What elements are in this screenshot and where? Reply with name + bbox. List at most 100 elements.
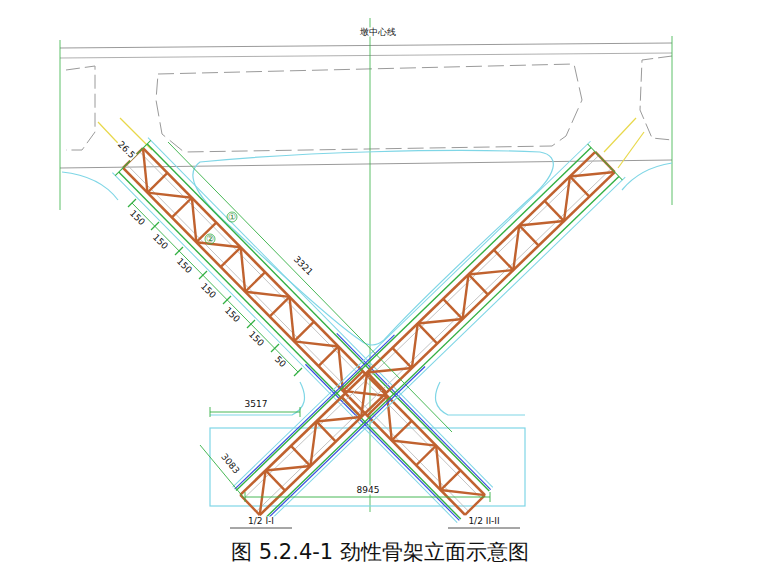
- dimension-label: 150: [246, 329, 266, 349]
- truss-post: [441, 470, 461, 490]
- truss-diagonal: [570, 152, 615, 197]
- truss-diagonal: [270, 297, 314, 341]
- drawing-line: [60, 53, 672, 58]
- drawing-outline: [193, 150, 553, 228]
- dimension-tick: [151, 222, 159, 230]
- truss-chord: [260, 172, 615, 515]
- dimension-label: 150: [150, 232, 170, 252]
- drawing-line: [139, 152, 481, 499]
- truss-post: [316, 421, 335, 441]
- pier-leg: [112, 138, 492, 523]
- truss-diagonal: [240, 470, 285, 515]
- truss-diagonal: [342, 372, 387, 417]
- truss-diagonal: [441, 470, 485, 514]
- truss-post: [416, 446, 436, 466]
- drawing-line: [672, 36, 673, 205]
- section-label: 1/2 I-I: [247, 517, 275, 526]
- callout-number: ①: [227, 213, 237, 222]
- truss-post: [418, 323, 437, 343]
- dimension-tick: [271, 344, 279, 352]
- truss-post: [392, 421, 412, 441]
- dimension-label: 50: [272, 354, 288, 370]
- truss-post: [545, 201, 564, 221]
- figure-caption: 图 5.2.4-1 劲性骨架立面示意图: [231, 541, 529, 564]
- drawing-line: [245, 497, 490, 498]
- dimension-label: 150: [198, 281, 218, 301]
- drawing-line: [112, 173, 457, 523]
- drawing-line: [265, 366, 425, 520]
- drawing-line: [147, 144, 489, 491]
- section-underline: [230, 528, 292, 529]
- truss-post: [468, 274, 487, 294]
- truss-post: [240, 495, 259, 515]
- truss-diagonal: [416, 446, 460, 490]
- truss-diagonal: [392, 421, 436, 465]
- extension-line: [618, 132, 644, 168]
- extension-line: [604, 118, 636, 152]
- drawing-line: [267, 177, 625, 523]
- callout-circle: [205, 234, 215, 244]
- drawing-line: [244, 156, 599, 499]
- truss-post: [245, 272, 265, 292]
- drawing-line: [300, 407, 301, 417]
- section-label: 1/2 II-II: [467, 517, 500, 526]
- center-line-label: 墩中心线: [359, 28, 397, 37]
- truss-diagonal: [245, 272, 289, 316]
- drawing-line: [210, 412, 300, 413]
- dimension-tick: [199, 271, 207, 279]
- truss-diagonal: [367, 396, 411, 440]
- truss-diagonal: [147, 173, 191, 217]
- dimension-tick: [128, 199, 136, 207]
- truss-diagonal: [367, 348, 412, 393]
- drawing-outline: [156, 64, 582, 152]
- dimension-label: 8945: [356, 486, 381, 495]
- drawing-line: [60, 40, 61, 210]
- truss-chord: [143, 148, 485, 495]
- truss-chord: [240, 152, 595, 495]
- truss-post: [147, 173, 167, 193]
- dimension-tick: [247, 320, 255, 328]
- truss-chord: [123, 168, 465, 515]
- drawing-line: [132, 203, 298, 372]
- section-underline: [448, 528, 520, 529]
- truss-post: [221, 247, 241, 267]
- dimension-tick: [294, 368, 302, 376]
- dimension-label: 150: [127, 208, 147, 228]
- center-line: [370, 18, 371, 512]
- drawing-line: [256, 168, 611, 511]
- dimension-tick: [175, 247, 183, 255]
- truss-diagonal: [221, 247, 265, 291]
- truss-diagonal: [494, 225, 539, 270]
- drawing-outline: [66, 66, 95, 150]
- truss-post: [570, 176, 589, 196]
- truss-post: [494, 250, 513, 270]
- dimension-label: 3517: [244, 400, 269, 409]
- drawing-outline: [436, 382, 526, 415]
- truss-post: [291, 446, 310, 466]
- drawing-line: [168, 142, 452, 432]
- drawing-line: [148, 138, 493, 488]
- box-girder: [60, 18, 672, 512]
- truss-post: [294, 322, 314, 342]
- dimension-label: 150: [222, 305, 242, 325]
- truss-post: [392, 348, 411, 368]
- drawing-line: [60, 43, 672, 48]
- truss-diagonal: [196, 223, 240, 267]
- truss-post: [270, 297, 290, 317]
- truss-post: [266, 470, 285, 490]
- truss-diagonal: [468, 250, 513, 295]
- drawing-line: [588, 144, 623, 180]
- truss-diagonal: [392, 323, 437, 368]
- truss-diagonal: [291, 421, 336, 466]
- truss-diagonal: [545, 176, 590, 221]
- truss-diagonal: [294, 322, 338, 366]
- drawing-line: [200, 445, 244, 498]
- pier-leg: [233, 141, 626, 523]
- truss-post: [367, 372, 386, 392]
- truss-diagonal: [266, 446, 311, 491]
- drawing-outline: [622, 163, 672, 190]
- truss-post: [443, 299, 462, 319]
- truss-post: [318, 346, 338, 366]
